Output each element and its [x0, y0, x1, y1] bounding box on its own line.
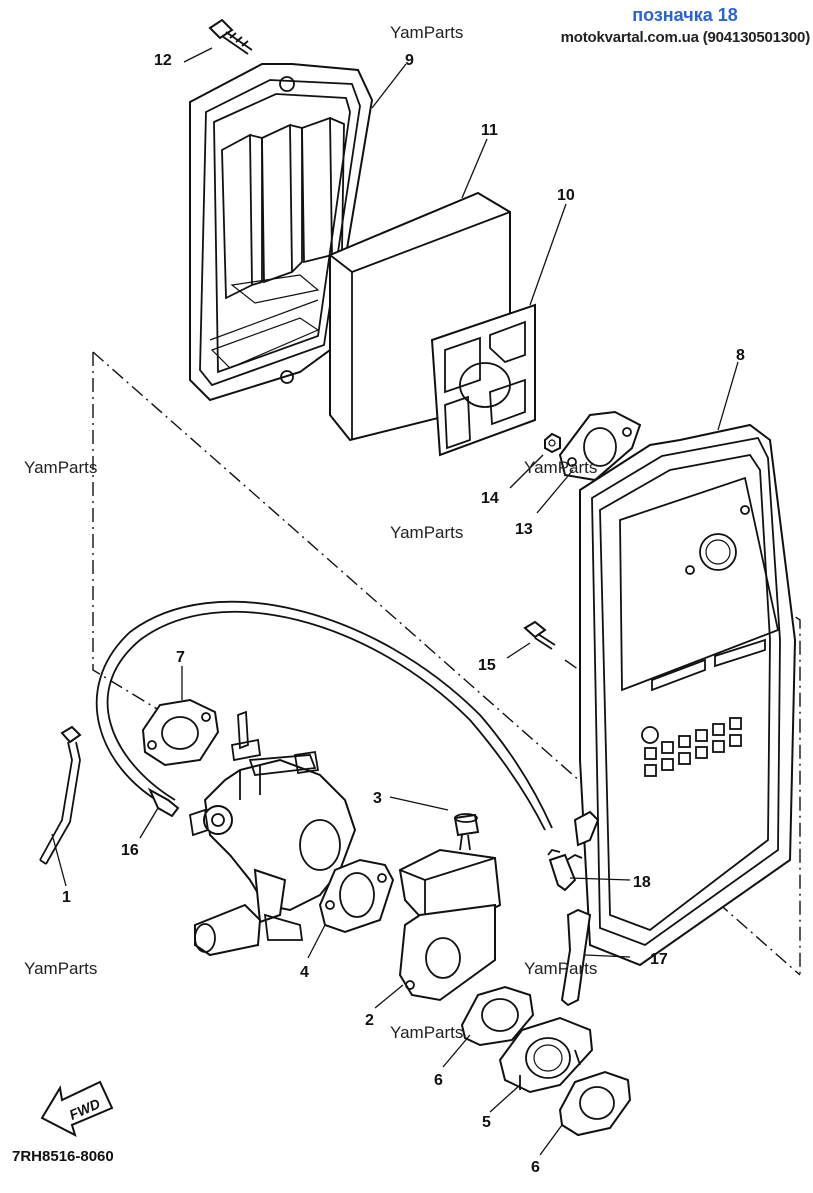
callout-7: 7 [176, 649, 185, 666]
watermark: YamParts [524, 959, 597, 978]
watermarks: YamParts YamParts YamParts YamParts YamP… [24, 23, 597, 1042]
fwd-arrow-icon [40, 1080, 114, 1137]
part-6-gasket-lower[interactable] [558, 1070, 632, 1137]
callout-10: 10 [557, 187, 575, 204]
callout-labels: 1 2 3 4 5 6 6 7 8 9 10 11 12 13 14 15 16… [62, 52, 745, 1176]
callout-13: 13 [515, 521, 533, 538]
callout-1: 1 [62, 889, 71, 906]
callout-4: 4 [300, 964, 309, 981]
callout-18: 18 [633, 874, 651, 891]
part-8-air-cleaner-cover[interactable] [579, 423, 797, 967]
watermark: YamParts [390, 23, 463, 42]
part-4-gasket[interactable] [318, 858, 395, 934]
part-9-air-cleaner-case[interactable] [189, 63, 374, 402]
callout-14: 14 [481, 490, 499, 507]
part-16-breather-hose[interactable] [95, 600, 553, 831]
part-12-bolt[interactable] [208, 18, 253, 55]
callout-8: 8 [736, 347, 745, 364]
part-10-filter-guide[interactable] [430, 303, 536, 457]
part-17-hose[interactable] [560, 810, 600, 1007]
watermark: YamParts [390, 523, 463, 542]
callout-5: 5 [482, 1114, 491, 1131]
part-14-nut[interactable] [544, 432, 561, 454]
leader-lines [51, 47, 739, 1156]
callout-6-lower: 6 [531, 1159, 540, 1176]
watermark: YamParts [524, 458, 597, 477]
diagram-code: 7RH8516-8060 [12, 1148, 114, 1165]
callout-12: 12 [154, 52, 172, 69]
callout-9: 9 [405, 52, 414, 69]
callout-16: 16 [121, 842, 139, 859]
callout-3: 3 [373, 790, 382, 807]
part-18-joint[interactable] [547, 848, 583, 892]
callout-6-upper: 6 [434, 1072, 443, 1089]
part-2-bracket[interactable] [398, 834, 502, 1002]
callout-15: 15 [478, 657, 496, 674]
callout-2: 2 [365, 1012, 374, 1029]
part-7-gasket[interactable] [141, 698, 220, 767]
part-13-gasket[interactable] [558, 410, 642, 482]
part-15-bolt[interactable] [523, 620, 556, 650]
header-site: motokvartal.com.ua (904130501300) [560, 29, 811, 46]
part-3-damper[interactable] [453, 813, 480, 837]
callout-11: 11 [481, 122, 498, 139]
watermark: YamParts [24, 959, 97, 978]
callout-17: 17 [650, 951, 668, 968]
carburetor-assembly[interactable] [188, 710, 357, 957]
watermark: YamParts [24, 458, 97, 477]
part-5-joint[interactable] [498, 1016, 594, 1094]
header-badge: позначка 18 [632, 5, 738, 25]
part-1-cable-band[interactable] [39, 725, 82, 865]
cover-vent-grille [644, 717, 742, 777]
watermark: YamParts [390, 1023, 463, 1042]
part-6-gasket-upper[interactable] [460, 985, 535, 1047]
